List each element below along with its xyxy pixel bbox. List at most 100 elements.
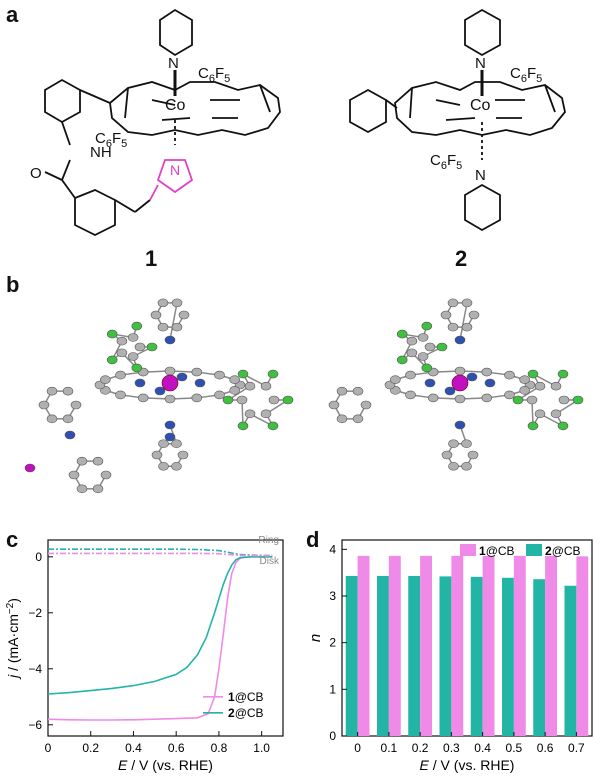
x-axis-label: E / V (vs. RHE) xyxy=(420,757,515,773)
legend-label: 1@CB xyxy=(479,544,515,558)
bar-1-cb xyxy=(451,555,464,736)
bar-1-cb xyxy=(357,555,370,736)
carbon-atom xyxy=(229,375,240,384)
y-axis-label: j / (mA·cm−2) xyxy=(5,598,21,680)
pyridine-top-1 xyxy=(159,8,193,57)
legend-swatch xyxy=(460,544,476,556)
nitrogen-atom xyxy=(444,386,456,396)
carbon-atom xyxy=(427,393,439,403)
fluorine-atom xyxy=(131,321,143,331)
fluorine-atom xyxy=(421,321,433,331)
carbon-atom xyxy=(440,310,452,320)
carbon-atom xyxy=(164,366,176,376)
carbon-atom xyxy=(158,461,169,471)
carbon-atom xyxy=(157,298,169,308)
series-line-disk xyxy=(48,552,273,557)
carbon-atom xyxy=(62,386,74,396)
carbon-atom xyxy=(461,461,472,471)
bar-1-cb xyxy=(388,555,401,736)
carbon-atom xyxy=(157,322,169,332)
fluorine-atom xyxy=(527,369,539,379)
crystal-structures xyxy=(24,298,584,494)
bar-2-cb xyxy=(502,577,514,736)
cobalt-center xyxy=(161,374,179,392)
legend-swatch xyxy=(526,544,542,556)
y-tick-label: −2 xyxy=(28,606,42,620)
fluorine-atom xyxy=(237,421,249,431)
fluorine-atom xyxy=(396,329,408,339)
carbon-atom xyxy=(76,484,88,494)
carbon-atom xyxy=(134,342,146,352)
carbon-atom xyxy=(191,367,203,377)
cobalt-atom xyxy=(24,463,36,473)
carbon-atom xyxy=(405,370,416,380)
bar-2-cb xyxy=(439,576,452,736)
svg-text:C6F5: C6F5 xyxy=(510,65,542,85)
carbon-atom xyxy=(534,381,546,391)
fluorine-atom xyxy=(267,369,279,379)
fluorine-atom xyxy=(106,355,118,365)
bar-2-cb xyxy=(345,575,358,736)
x-tick-label: 0.6 xyxy=(168,741,185,755)
x-tick-label: 0.1 xyxy=(381,741,398,755)
carbon-atom xyxy=(260,409,272,419)
bar-1-cb xyxy=(482,555,495,736)
carbon-atom xyxy=(336,414,348,424)
carbon-atom xyxy=(171,322,183,332)
carbon-atom xyxy=(68,470,80,480)
carbon-atom xyxy=(468,310,480,320)
chemical-structures: N Co NH O N Co N N C6F5 C6F5 C6F5 C6F5 xyxy=(30,8,566,237)
bar-2-cb xyxy=(377,575,389,736)
phenyl-ring-1 xyxy=(44,78,81,124)
carbon-atom xyxy=(62,414,74,424)
fluorine-atom xyxy=(222,395,234,405)
carbon-atom xyxy=(76,456,88,466)
carbon-atom xyxy=(164,394,176,404)
porphyrin-1 xyxy=(109,81,281,136)
x-tick-label: 0.5 xyxy=(506,741,523,755)
carbon-atom xyxy=(467,450,479,460)
cobalt-center xyxy=(451,374,469,392)
carbon-atom xyxy=(406,336,418,346)
carbon-atom xyxy=(150,310,162,320)
carbon-atom xyxy=(229,386,240,395)
carbon-atom xyxy=(504,370,515,380)
panel-label-d: d xyxy=(306,527,320,552)
x-tick-label: 0.4 xyxy=(474,741,491,755)
carbon-atom xyxy=(115,390,126,400)
carbon-atom xyxy=(405,390,416,400)
carbon-atom xyxy=(116,348,128,358)
carbon-atom xyxy=(461,322,473,332)
carbon-atom xyxy=(127,352,139,361)
carbon-atom xyxy=(158,439,169,449)
compound-label-2: 2 xyxy=(455,246,468,271)
x-tick-label: 0.6 xyxy=(537,741,554,755)
x-tick-label: 0.2 xyxy=(82,741,99,755)
carbon-atom xyxy=(115,370,126,380)
carbon-atom xyxy=(171,439,182,449)
x-axis-label: E / V (vs. RHE) xyxy=(118,757,213,773)
bar-1-cb xyxy=(420,555,432,736)
nitrogen-atom xyxy=(484,378,496,388)
carbon-atom xyxy=(177,450,189,460)
x-tick-label: 0.2 xyxy=(412,741,429,755)
carbon-atom xyxy=(519,375,530,384)
carbon-atom xyxy=(137,393,149,403)
carbon-atom xyxy=(461,298,473,308)
carbon-atom xyxy=(236,395,248,405)
carbon-atom xyxy=(151,450,163,460)
carbon-atom xyxy=(46,386,58,396)
svg-text:C6F5: C6F5 xyxy=(198,65,230,85)
porphyrin-2 xyxy=(394,81,566,136)
carbon-atom xyxy=(100,470,112,480)
carbonyl-O-label: O xyxy=(30,165,42,182)
legend-label: 2@CB xyxy=(228,706,264,720)
x-tick-label: 0.8 xyxy=(211,741,228,755)
carbon-atom xyxy=(352,414,364,424)
fluorine-atom xyxy=(557,421,569,431)
pyridine-top-2 xyxy=(464,8,501,57)
carbon-atom xyxy=(526,395,538,405)
carbon-atom xyxy=(519,386,530,395)
nitrogen-atom xyxy=(164,335,176,345)
